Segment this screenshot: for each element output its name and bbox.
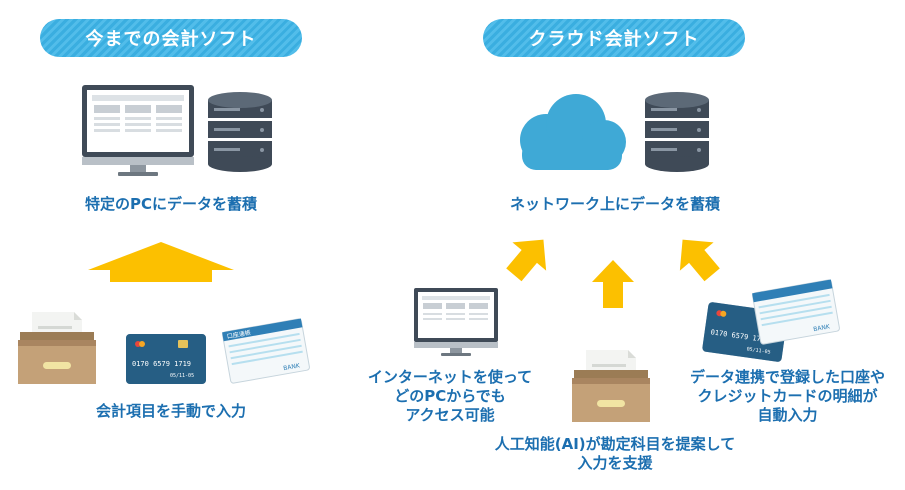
right-storage-caption: ネットワーク上にデータを蓄積	[509, 195, 720, 213]
passbook-label: BANK	[813, 323, 832, 333]
card-expiry: 05/11-05	[746, 346, 771, 355]
left-title: 今までの会計ソフト	[40, 19, 302, 57]
up-arrow-icon	[88, 242, 234, 282]
passbook-icon: BANK	[750, 276, 842, 348]
passbook-label: BANK	[283, 362, 302, 372]
credit-card-icon: 0170 6579 1719 05/11-05	[126, 334, 206, 384]
internet-access-caption: インターネットを使って どのPCからでも アクセス可能	[350, 368, 550, 425]
left-storage-caption: 特定のPCにデータを蓄積	[84, 195, 257, 213]
bank-caption-line: データ連携で登録した口座や	[689, 368, 885, 386]
internet-caption-line: アクセス可能	[405, 406, 495, 424]
inbox-tray-icon	[18, 312, 96, 384]
up-arrow-icon	[502, 232, 554, 284]
bank-link-caption: データ連携で登録した口座や クレジットカードの明細が 自動入力	[675, 368, 900, 425]
left-input-caption: 会計項目を手動で入力	[95, 402, 246, 420]
right-title: クラウド会計ソフト	[483, 19, 745, 57]
card-number: 0170 6579 1719	[132, 360, 191, 368]
bank-caption-line: 自動入力	[757, 406, 818, 424]
up-arrow-icon	[592, 260, 634, 310]
bank-caption-line: クレジットカードの明細が	[697, 387, 878, 405]
ai-caption-line: 人工知能(AI)が勘定科目を提案して	[494, 435, 736, 453]
cloud-icon	[510, 92, 628, 172]
passbook-icon: 口座通帳 BANK	[220, 315, 312, 387]
database-icon	[645, 92, 709, 172]
monitor-icon	[82, 85, 194, 177]
database-icon	[208, 92, 272, 172]
ai-caption-line: 入力を支援	[577, 454, 653, 472]
monitor-icon	[414, 288, 498, 356]
up-arrow-icon	[672, 232, 724, 284]
internet-caption-line: どのPCからでも	[394, 387, 506, 405]
ai-support-caption: 人工知能(AI)が勘定科目を提案して 入力を支援	[465, 435, 765, 473]
internet-caption-line: インターネットを使って	[367, 368, 533, 386]
inbox-tray-icon	[572, 350, 650, 422]
card-expiry: 05/11-05	[170, 373, 194, 379]
